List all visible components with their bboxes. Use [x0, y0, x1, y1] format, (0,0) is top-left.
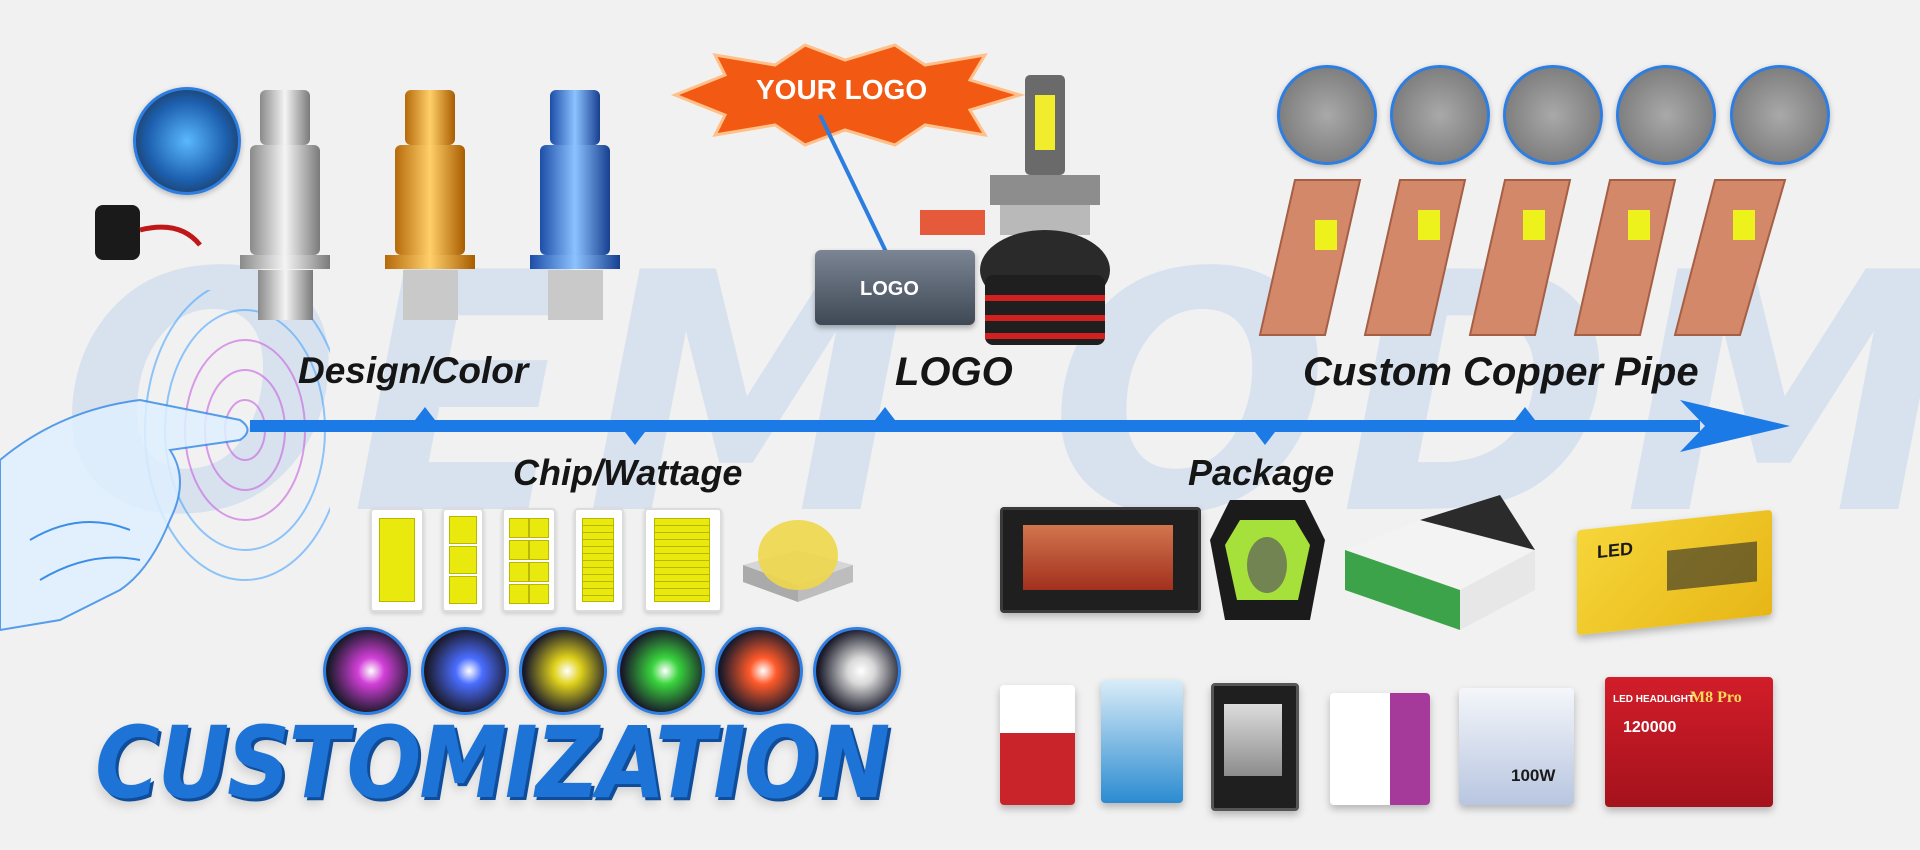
glow-color-circle-2 — [421, 627, 509, 715]
box-120000-text: 120000 — [1623, 719, 1677, 736]
label-package: Package — [1188, 452, 1335, 493]
led-chip-icon — [370, 508, 424, 612]
glow-color-circle-4 — [617, 627, 705, 715]
label-design-color: Design/Color — [298, 350, 529, 391]
glow-color-circle-5 — [715, 627, 803, 715]
led-chip-icon — [442, 508, 484, 612]
glow-color-circle-3 — [519, 627, 607, 715]
package-box-icon — [1330, 693, 1430, 805]
box-m8-text: M8 Pro — [1690, 689, 1742, 706]
package-box-icon — [1210, 500, 1325, 620]
box-headlight-text: LED HEADLIGHT — [1613, 694, 1695, 705]
box-led-text: LED — [1597, 538, 1633, 563]
copper-detail-circle-2 — [1390, 65, 1490, 165]
package-box-icon — [1000, 685, 1075, 805]
box-100w-text: 100W — [1511, 766, 1556, 785]
copper-detail-circle-4 — [1616, 65, 1716, 165]
copper-pipe-icon — [1258, 179, 1787, 336]
logo-badge-text: YOUR LOGO — [756, 74, 928, 105]
timeline-arrow — [250, 400, 1790, 452]
copper-detail-circle-3 — [1503, 65, 1603, 165]
bulb-detail-magnifier — [133, 87, 241, 195]
package-box-icon — [1211, 683, 1299, 811]
driver-logo-text: LOGO — [860, 278, 919, 300]
driver-box — [815, 250, 975, 325]
pointing-hand-icon — [0, 290, 330, 632]
package-box-icon — [1101, 680, 1183, 803]
glow-color-circle-6 — [813, 627, 901, 715]
label-custom-copper-pipe: Custom Copper Pipe — [1303, 350, 1699, 394]
customization-title: CUSTOMIZATION — [95, 705, 890, 821]
label-logo: LOGO — [895, 350, 1013, 394]
led-chip-icon — [574, 508, 624, 612]
glow-color-circle-1 — [323, 627, 411, 715]
package-box-icon: LED HEADLIGHT M8 Pro 120000 — [1605, 677, 1773, 807]
logo-badge-burst — [670, 43, 1025, 147]
led-headlight-bulb-icon — [920, 75, 1110, 345]
package-box-icon: 100W — [1459, 688, 1574, 805]
led-chip-dome-icon — [743, 520, 853, 602]
package-box-icon — [1345, 495, 1535, 630]
copper-detail-circle-5 — [1730, 65, 1830, 165]
led-chip-icon — [502, 508, 556, 612]
package-box-icon: LED — [1577, 509, 1772, 636]
label-chip-wattage: Chip/Wattage — [513, 452, 743, 493]
copper-detail-circle-1 — [1277, 65, 1377, 165]
package-box-icon — [1000, 507, 1201, 613]
led-chip-icon — [644, 508, 722, 612]
led-headlight-bulb-icon — [95, 90, 620, 320]
